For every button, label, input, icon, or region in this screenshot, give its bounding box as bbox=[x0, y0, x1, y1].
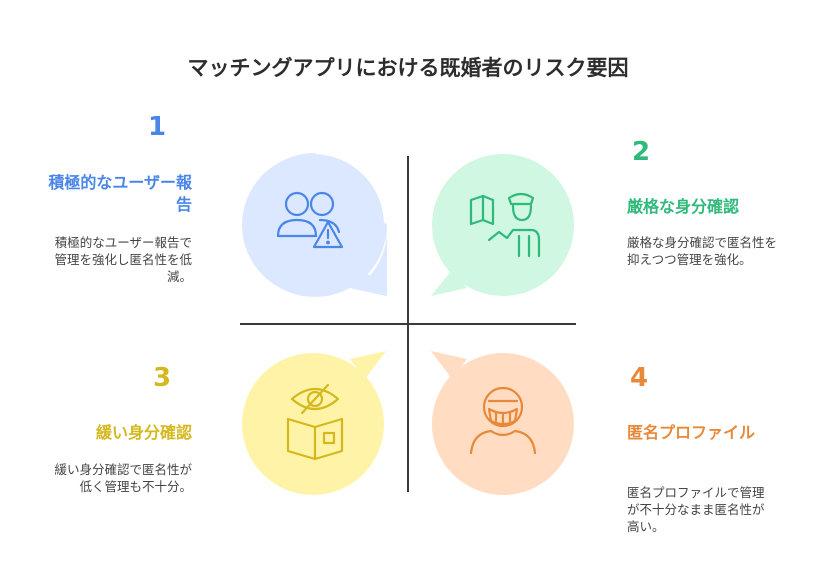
quadrant-4-bubble bbox=[427, 347, 577, 497]
quadrant-1-description: 積極的なユーザー報告で管理を強化し匿名性を低減。 bbox=[54, 235, 192, 284]
quadrant-3-number: 3 bbox=[153, 363, 172, 393]
quadrant-2-heading: 厳格な身分確認 bbox=[627, 197, 740, 216]
officer-id-check-icon bbox=[469, 192, 541, 258]
quadrant-3-heading: 緩い身分確認 bbox=[95, 423, 192, 442]
quadrant-1-heading: 積極的なユーザー報告 bbox=[48, 173, 192, 214]
users-warning-icon bbox=[276, 191, 344, 249]
quadrant-4-heading: 匿名プロファイル bbox=[627, 423, 756, 442]
quadrant-2-description: 厳格な身分確認で匿名性を抑えつつ管理を強化。 bbox=[627, 235, 778, 267]
quadrant-4-number: 4 bbox=[630, 363, 649, 393]
eye-document-icon bbox=[286, 383, 344, 461]
diagram-title: マッチングアプリにおける既婚者のリスク要因 bbox=[187, 56, 629, 80]
quadrant-2-bubble bbox=[427, 150, 577, 300]
quadrant-3-bubble bbox=[240, 347, 390, 497]
quadrant-4-description: 匿名プロファイルで管理が不十分なまま匿名性が高い。 bbox=[627, 485, 765, 534]
horizontal-axis bbox=[240, 323, 576, 325]
quadrant-1-bubble bbox=[240, 150, 390, 300]
quadrant-2-number: 2 bbox=[632, 137, 651, 167]
quadrant-1-number: 1 bbox=[148, 112, 167, 142]
masked-person-icon bbox=[469, 386, 537, 455]
quadrant-3-description: 緩い身分確認で匿名性が低く管理も不十分。 bbox=[54, 462, 192, 494]
